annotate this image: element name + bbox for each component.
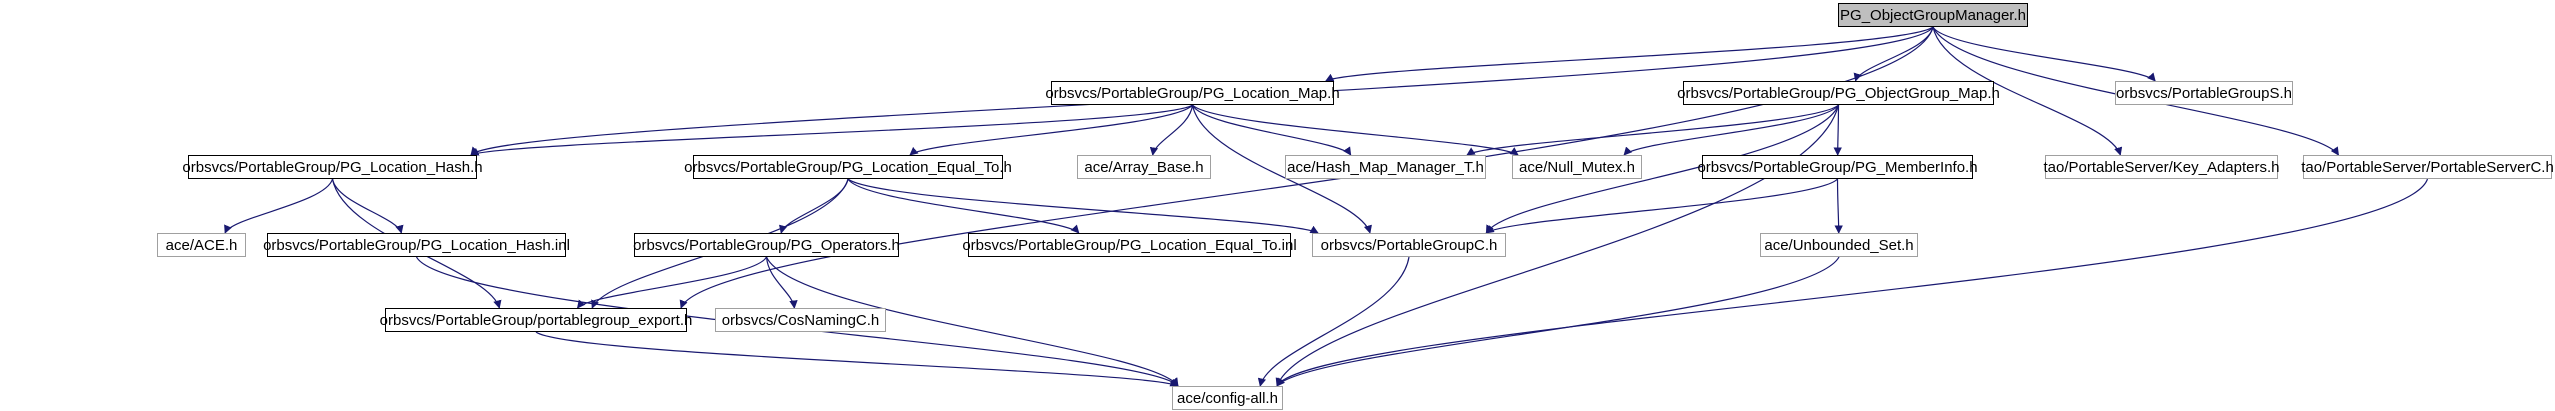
- graph-node-loc_hash[interactable]: orbsvcs/PortableGroup/PG_Location_Hash.h: [182, 155, 483, 179]
- graph-node-label: ace/config-all.h: [1177, 389, 1278, 407]
- graph-edge-loc_map-to-loc_hash: [470, 104, 1193, 156]
- graph-edge-loc_hash-to-ace_ace: [224, 178, 334, 234]
- graph-edge-root-to-og_map: [1853, 26, 1934, 82]
- graph-node-label: PG_ObjectGroupManager.h: [1840, 6, 2026, 24]
- graph-node-loc_hash_inl[interactable]: orbsvcs/PortableGroup/PG_Location_Hash.i…: [263, 233, 570, 257]
- graph-node-label: orbsvcs/PortableGroup/PG_Location_Equal_…: [684, 158, 1012, 176]
- graph-edge-og_map-to-null_mutex: [1623, 104, 1840, 156]
- graph-edge-member_info-to-unbounded_set: [1834, 178, 1843, 234]
- graph-node-label: ace/Array_Base.h: [1084, 158, 1204, 176]
- graph-node-label: orbsvcs/PortableGroup/PG_Location_Equal_…: [962, 236, 1297, 254]
- graph-edge-pg_export-to-config_all: [535, 331, 1179, 387]
- graph-edge-root-to-loc_map: [1325, 26, 1934, 82]
- graph-node-ps_c[interactable]: tao/PortableServer/PortableServerC.h: [2301, 155, 2554, 179]
- graph-edge-loc_eq-to-pg_c: [847, 178, 1319, 234]
- graph-edge-pg_c-to-config_all: [1257, 256, 1410, 387]
- graph-node-pg_c[interactable]: orbsvcs/PortableGroupC.h: [1312, 233, 1506, 257]
- graph-node-label: orbsvcs/PortableGroup/PG_MemberInfo.h: [1697, 158, 1978, 176]
- graph-node-null_mutex[interactable]: ace/Null_Mutex.h: [1512, 155, 1642, 179]
- graph-edge-loc_map-to-array_base: [1149, 104, 1194, 156]
- graph-node-label: orbsvcs/PortableGroup/PG_ObjectGroup_Map…: [1677, 84, 2000, 102]
- graph-edge-operators-to-pg_export: [576, 256, 768, 309]
- graph-node-hash_map[interactable]: ace/Hash_Map_Manager_T.h: [1285, 155, 1486, 179]
- graph-edge-og_map-to-hash_map: [1466, 104, 1839, 156]
- graph-edge-loc_map-to-hash_map: [1191, 104, 1352, 156]
- graph-node-label: tao/PortableServer/PortableServerC.h: [2301, 158, 2554, 176]
- graph-edge-og_map-to-member_info: [1833, 104, 1842, 156]
- graph-node-config_all[interactable]: ace/config-all.h: [1172, 386, 1283, 410]
- graph-node-label: ace/Null_Mutex.h: [1519, 158, 1635, 176]
- graph-edge-member_info-to-pg_c: [1485, 178, 1838, 234]
- graph-node-label: orbsvcs/PortableGroup/PG_Location_Hash.h: [182, 158, 483, 176]
- graph-edge-loc_map-to-null_mutex: [1192, 104, 1519, 156]
- graph-node-label: ace/Unbounded_Set.h: [1764, 236, 1914, 254]
- graph-node-loc_eq_inl[interactable]: orbsvcs/PortableGroup/PG_Location_Equal_…: [962, 233, 1297, 257]
- graph-edge-loc_map-to-loc_eq: [909, 104, 1193, 156]
- graph-edge-ps_c-to-config_all: [1276, 178, 2429, 387]
- graph-node-label: orbsvcs/PortableGroup/PG_Location_Hash.i…: [263, 236, 570, 254]
- graph-node-key_adapters[interactable]: tao/PortableServer/Key_Adapters.h: [2044, 155, 2280, 179]
- graph-edge-root-to-pgs: [1932, 26, 2156, 82]
- graph-edge-loc_hash-to-loc_hash_inl: [331, 178, 404, 234]
- graph-node-label: orbsvcs/PortableGroupC.h: [1320, 236, 1498, 254]
- graph-node-ace_ace[interactable]: ace/ACE.h: [157, 233, 246, 257]
- graph-node-operators[interactable]: orbsvcs/PortableGroup/PG_Operators.h: [633, 233, 900, 257]
- graph-node-label: orbsvcs/PortableGroupS.h: [2116, 84, 2292, 102]
- graph-node-cosnaming[interactable]: orbsvcs/CosNamingC.h: [715, 308, 886, 332]
- graph-node-pgs[interactable]: orbsvcs/PortableGroupS.h: [2115, 81, 2293, 105]
- graph-node-pg_export[interactable]: orbsvcs/PortableGroup/portablegroup_expo…: [380, 308, 692, 332]
- graph-edge-unbounded_set-to-config_all: [1276, 256, 1840, 387]
- graph-node-label: orbsvcs/PortableGroup/PG_Operators.h: [633, 236, 900, 254]
- graph-edge-loc_eq-to-operators: [779, 178, 849, 234]
- graph-node-label: orbsvcs/PortableGroup/PG_Location_Map.h: [1045, 84, 1340, 102]
- graph-edge-operators-to-cosnaming: [765, 256, 798, 309]
- graph-node-member_info[interactable]: orbsvcs/PortableGroup/PG_MemberInfo.h: [1697, 155, 1978, 179]
- graph-node-label: orbsvcs/CosNamingC.h: [721, 311, 880, 329]
- graph-node-loc_map[interactable]: orbsvcs/PortableGroup/PG_Location_Map.h: [1045, 81, 1340, 105]
- graph-node-label: ace/Hash_Map_Manager_T.h: [1287, 158, 1484, 176]
- graph-node-array_base[interactable]: ace/Array_Base.h: [1077, 155, 1211, 179]
- graph-node-unbounded_set[interactable]: ace/Unbounded_Set.h: [1760, 233, 1918, 257]
- graph-node-root[interactable]: PG_ObjectGroupManager.h: [1838, 3, 2028, 27]
- graph-node-loc_eq[interactable]: orbsvcs/PortableGroup/PG_Location_Equal_…: [684, 155, 1012, 179]
- graph-node-label: ace/ACE.h: [165, 236, 238, 254]
- graph-node-og_map[interactable]: orbsvcs/PortableGroup/PG_ObjectGroup_Map…: [1677, 81, 2000, 105]
- graph-node-label: orbsvcs/PortableGroup/portablegroup_expo…: [379, 311, 693, 329]
- graph-edge-loc_eq-to-loc_eq_inl: [847, 178, 1080, 234]
- graph-node-label: tao/PortableServer/Key_Adapters.h: [2043, 158, 2280, 176]
